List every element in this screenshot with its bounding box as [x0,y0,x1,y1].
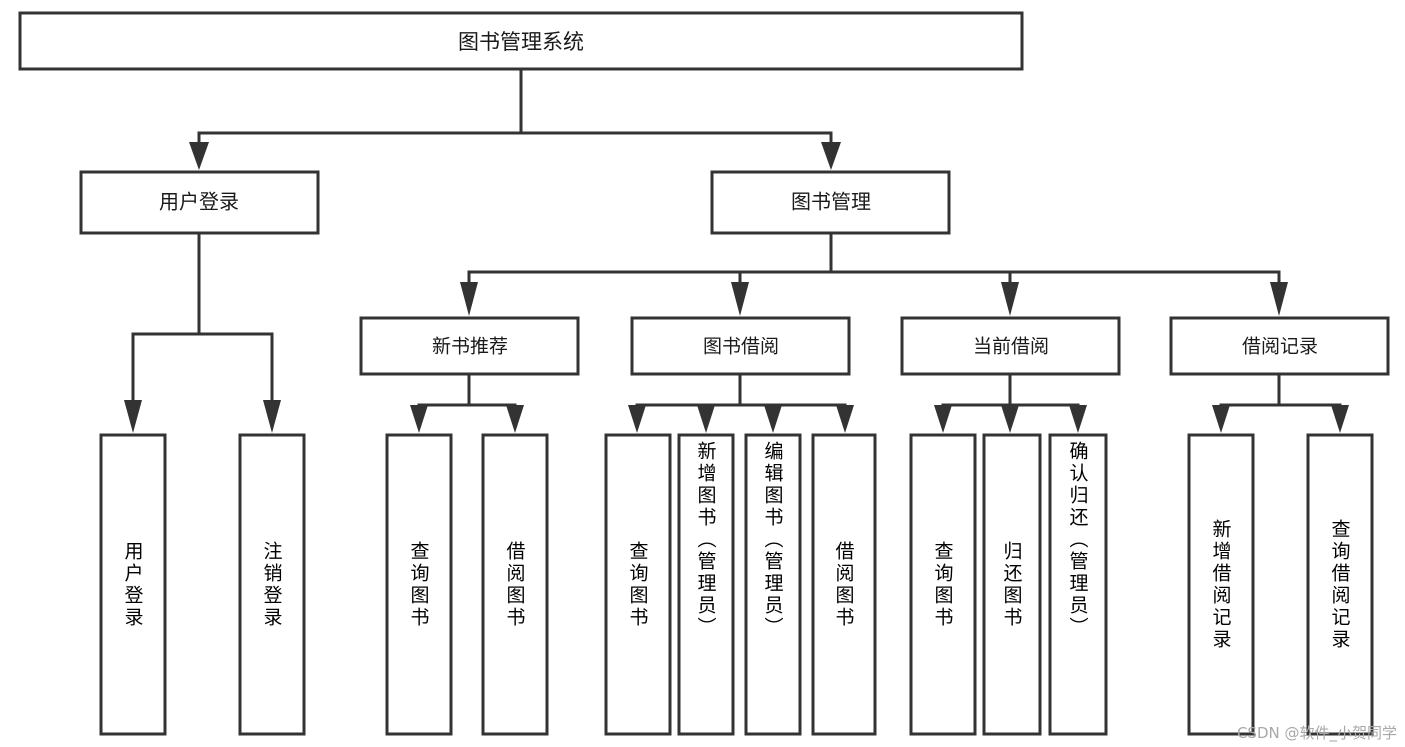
leaf-boxes [99,433,1374,736]
node-new-book-recommend-box[interactable] [359,316,580,376]
leaf-add-book-label: 新增图书（管理员） [694,441,717,639]
arrowhead-leaf-add-book [697,405,715,433]
arrowhead-leaf-add-record [1212,405,1230,433]
leaf-user-logout[interactable]: 注销登录 [240,435,304,734]
node-book-borrow[interactable]: 图书借阅 [630,316,851,376]
arrowhead-leaf-borrow-book-1 [506,405,524,433]
leaf-borrow-book-2-box[interactable] [811,433,877,736]
arrowhead-leaf-return-book [1001,405,1019,433]
node-book-manage-label: 图书管理 [791,190,871,214]
arrowhead-book-borrow [731,282,749,316]
node-root[interactable]: 图书管理系统 [18,11,1024,71]
node-book-manage[interactable]: 图书管理 [710,170,951,235]
leaf-return-book-box[interactable] [982,433,1042,736]
node-book-borrow-label: 图书借阅 [703,336,779,358]
edges-borrow-record-to-leaves [1212,372,1349,433]
node-new-book-recommend[interactable]: 新书推荐 [359,316,580,376]
leaf-return-book-label: 归还图书 [1000,540,1023,629]
leaf-add-record[interactable]: 新增借阅记录 [1189,435,1253,734]
arrowhead-leaf-user-logout [263,400,281,433]
leaf-query-record[interactable]: 查询借阅记录 [1308,435,1372,734]
arrowhead-leaf-query-book-3 [934,405,952,433]
leaf-borrow-book-2-label: 借阅图书 [832,540,855,629]
edges-current-borrow-to-leaves [934,372,1087,433]
leaf-query-book-2-label: 查询图书 [626,540,649,629]
edges-root-to-level1 [189,67,841,170]
node-book-borrow-box[interactable] [630,316,851,376]
node-root-box[interactable] [18,11,1024,71]
leaf-query-book-3-label: 查询图书 [931,540,954,629]
edges-book-borrow-to-leaves [628,372,854,433]
leaf-return-book[interactable]: 归还图书 [984,435,1040,734]
node-user-login-label: 用户登录 [159,190,239,214]
leaf-add-record-box[interactable] [1187,433,1255,736]
leaf-borrow-book-2[interactable]: 借阅图书 [813,435,875,734]
arrowhead-leaf-confirm-return [1069,405,1087,433]
leaf-query-book-2[interactable]: 查询图书 [606,435,670,734]
arrowhead-leaf-user-login [124,400,142,433]
leaf-query-book-1-box[interactable] [385,433,453,736]
leaf-query-book-1-label: 查询图书 [407,540,430,629]
edges-book-manage-to-level2 [460,231,1288,316]
node-borrow-record-box[interactable] [1169,316,1390,376]
leaf-borrow-book-1-label: 借阅图书 [503,540,526,629]
leaf-edit-book-box[interactable] [744,433,802,736]
leaf-user-logout-label: 注销登录 [260,540,283,629]
node-current-borrow-box[interactable] [900,316,1121,376]
leaf-confirm-return-box[interactable] [1048,433,1108,736]
leaf-add-book[interactable]: 新增图书（管理员） [679,435,733,734]
node-borrow-record-label: 借阅记录 [1242,336,1318,358]
leaf-edit-book-label: 编辑图书（管理员） [761,441,784,639]
node-root-label: 图书管理系统 [458,30,584,54]
node-user-login-box[interactable] [79,170,320,235]
node-book-manage-box[interactable] [710,170,951,235]
leaf-borrow-book-1[interactable]: 借阅图书 [483,435,547,734]
leaf-add-record-label: 新增借阅记录 [1209,518,1232,651]
leaf-query-record-box[interactable] [1306,433,1374,736]
leaf-user-login-box[interactable] [99,433,167,736]
leaf-user-logout-box[interactable] [238,433,306,736]
leaf-confirm-return[interactable]: 确认归还（管理员） [1050,435,1106,734]
leaf-query-book-3[interactable]: 查询图书 [911,435,975,734]
csdn-watermark: CSDN @软件_小贺同学 [1236,724,1397,742]
leaf-query-record-label: 查询借阅记录 [1328,518,1351,651]
leaf-borrow-book-1-box[interactable] [481,433,549,736]
arrowhead-leaf-borrow-book-2 [836,405,854,433]
node-user-login[interactable]: 用户登录 [79,170,320,235]
arrowhead-leaf-query-book-1 [410,405,428,433]
node-new-book-recommend-label: 新书推荐 [432,336,508,358]
leaf-query-book-3-box[interactable] [909,433,977,736]
arrowhead-leaf-query-book-2 [628,405,646,433]
leaf-confirm-return-label: 确认归还（管理员） [1066,441,1089,639]
arrowhead-user-login [189,142,209,170]
leaf-edit-book[interactable]: 编辑图书（管理员） [746,435,800,734]
arrowhead-current-borrow [1001,282,1019,316]
leaf-user-login[interactable]: 用户登录 [101,435,165,734]
arrowhead-leaf-edit-book [764,405,782,433]
arrowhead-book-manage [821,142,841,170]
node-current-borrow[interactable]: 当前借阅 [900,316,1121,376]
edges-user-login-to-leaves [124,231,281,433]
arrowhead-borrow-record [1270,282,1288,316]
node-borrow-record[interactable]: 借阅记录 [1169,316,1390,376]
arrowhead-leaf-query-record [1331,405,1349,433]
arrowhead-new-book-recommend [460,282,478,316]
leaf-user-login-label: 用户登录 [121,540,144,629]
node-current-borrow-label: 当前借阅 [973,336,1049,358]
leaf-add-book-box[interactable] [677,433,735,736]
leaf-query-book-1[interactable]: 查询图书 [387,435,451,734]
edges-new-book-recommend-to-leaves [410,372,524,433]
leaf-query-book-2-box[interactable] [604,433,672,736]
